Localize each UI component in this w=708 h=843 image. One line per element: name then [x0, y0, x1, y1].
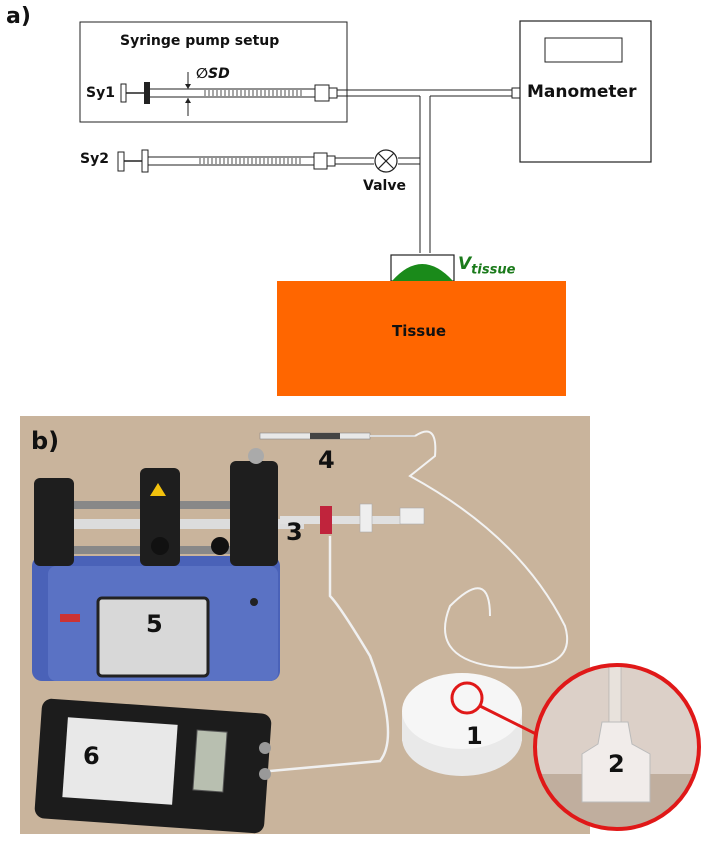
manometer-device-6	[34, 698, 272, 834]
tissue-volume-subscript: tissue	[471, 262, 516, 278]
zoom-inset	[533, 663, 701, 831]
syringe-pump-setup-box	[79, 21, 348, 123]
tubing-to-manometer	[269, 536, 390, 773]
stopcock-3	[280, 503, 425, 534]
tissue-label: Tissue	[392, 322, 447, 340]
setup-photo	[20, 416, 590, 834]
tissue-block	[277, 281, 566, 396]
sy1-label: Sy1	[86, 85, 115, 101]
tubing-long	[408, 430, 569, 669]
panel-b-label: b)	[31, 427, 60, 455]
syringe-pump-setup-title: Syringe pump setup	[120, 33, 280, 49]
pump-carriage	[34, 448, 304, 566]
tissue-volume-label: Vtissue	[458, 254, 515, 277]
label-5-pump: 5	[146, 610, 163, 638]
manometer-connector	[511, 87, 521, 99]
tissue-volume	[392, 264, 453, 281]
label-6-manometer: 6	[83, 742, 100, 770]
pump-screen	[96, 596, 210, 678]
label-4-syringe: 4	[318, 446, 335, 474]
zoom-cup-2	[581, 721, 651, 803]
manometer-display	[544, 37, 623, 63]
syringe-diameter-label: ∅SD	[196, 66, 230, 82]
panel-a-label: a)	[6, 4, 31, 29]
schematic-diagram	[79, 20, 652, 396]
sy2-label: Sy2	[80, 151, 109, 167]
syringe-sy2	[117, 149, 336, 173]
tissue-volume-symbol: V	[458, 254, 472, 274]
tubing	[335, 89, 512, 253]
label-2-zoom: 2	[608, 750, 625, 778]
manometer-label: Manometer	[527, 82, 637, 102]
syringe-sy1	[120, 72, 338, 116]
label-3-stopcock: 3	[286, 518, 303, 546]
syringe-pump	[32, 556, 280, 681]
label-1-cup: 1	[466, 722, 483, 750]
valve-label: Valve	[363, 178, 406, 194]
valve-icon	[374, 149, 398, 173]
syringe-4	[259, 432, 415, 440]
